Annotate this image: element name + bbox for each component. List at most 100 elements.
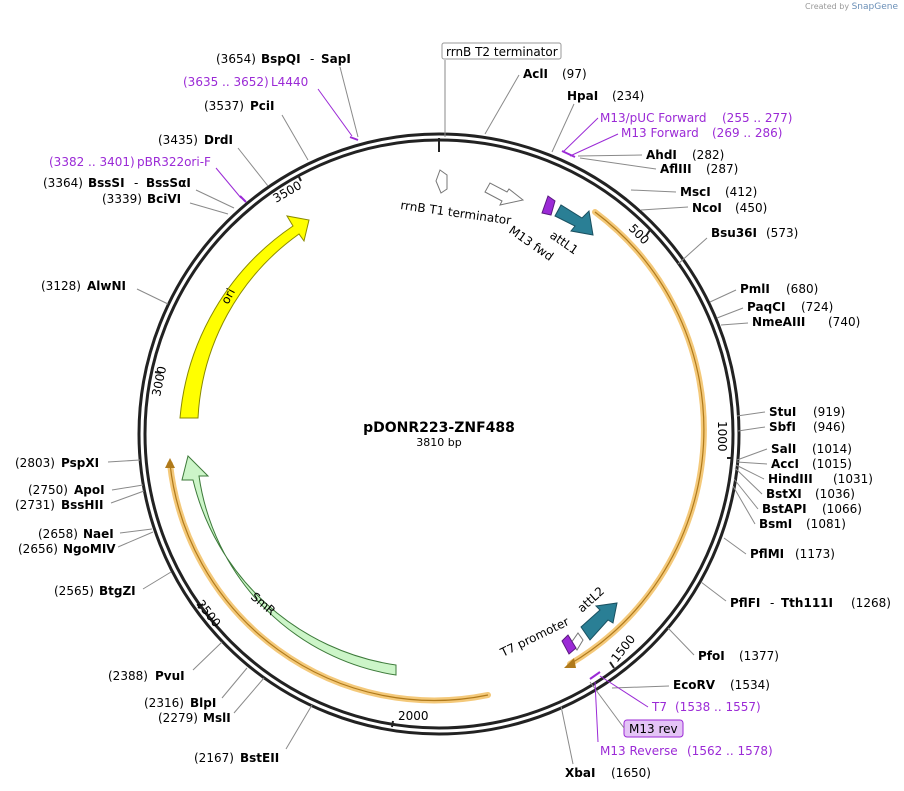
l4440-pos: (3635 .. 3652) (183, 75, 269, 89)
pfoi-label: PfoI (698, 649, 725, 663)
hindiii-label: HindIII (768, 472, 813, 486)
m13f-pos: (269 .. 286) (712, 126, 782, 140)
tick-1500-label: 1500 (608, 632, 638, 665)
bsmi-label: BsmI (759, 517, 792, 531)
bsteii-label: BstEII (240, 751, 279, 765)
bcivi-label: BciVI (147, 192, 181, 206)
blpi-leader (221, 667, 248, 699)
pflfi-label: PflFI (730, 596, 760, 610)
ncoi-label: NcoI (692, 201, 722, 215)
acli-pos: (97) (562, 67, 587, 81)
tick-1000-label: 1000 (715, 421, 729, 452)
drdi-pos: (3435) (158, 133, 198, 147)
tick-2000-label: 2000 (398, 709, 429, 723)
credit-text: Created by (805, 2, 850, 11)
m13fwd-label: M13 fwd (506, 223, 556, 264)
acci-label: AccI (771, 457, 799, 471)
acli-label: AclI (523, 67, 548, 81)
ecorv-leader (611, 685, 670, 689)
blpi-pos: (2316) (144, 696, 184, 710)
tick-1500 (609, 661, 615, 669)
bspqi-pos: (3654) (216, 52, 256, 66)
msli-leader (233, 677, 265, 714)
bspqi-label: BspQI (261, 52, 301, 66)
ahdi-label: AhdI (646, 148, 677, 162)
ncoi-pos: (450) (735, 201, 767, 215)
ngomiv-leader (117, 531, 154, 548)
xbai-pos: (1650) (611, 766, 651, 780)
stui-label: StuI (769, 405, 796, 419)
apoi-leader (111, 484, 144, 491)
pflmi-pos: (1173) (795, 547, 835, 561)
bstxi-pos: (1036) (815, 487, 855, 501)
bsssi-dash: - (134, 176, 138, 190)
paqci-leader (716, 307, 744, 319)
msci-leader (630, 189, 677, 193)
bsmi-pos: (1081) (806, 517, 846, 531)
bsshii-label: BssHII (61, 498, 103, 512)
bsshii-pos: (2731) (15, 498, 55, 512)
ori-feature (179, 215, 310, 419)
pflfi-pos: (1268) (851, 596, 891, 610)
ngomiv-label: NgoMIV (63, 542, 116, 556)
pvui-leader (192, 641, 223, 671)
alwni-pos: (3128) (41, 279, 81, 293)
aflii-leader (579, 157, 657, 170)
stui-pos: (919) (813, 405, 845, 419)
m13reverse-label: M13 Reverse (600, 744, 678, 758)
sapi-label: SapI (321, 52, 351, 66)
pspxi-pos: (2803) (15, 456, 55, 470)
aflii-label: AflIII (660, 162, 692, 176)
bstapi-pos: (1066) (822, 502, 862, 516)
xbai-label: XbaI (565, 766, 595, 780)
m13puc-label: M13/pUC Forward (600, 111, 707, 125)
snapgene-brand: SnapGene (851, 2, 898, 12)
pmli-pos: (680) (786, 282, 818, 296)
tick-2500 (197, 603, 204, 609)
apoi-label: ApoI (74, 483, 105, 497)
m13puc-leader (562, 117, 599, 153)
sali-pos: (1014) (812, 442, 852, 456)
bsmi-leader (732, 485, 756, 525)
rrnb-t2-arrow (435, 169, 448, 194)
nmeaiii-pos: (740) (828, 315, 860, 329)
m13f-leader (569, 133, 619, 157)
pmli-leader (709, 289, 737, 303)
t7-pos: (1538 .. 1557) (675, 700, 761, 714)
msli-pos: (2279) (158, 711, 198, 725)
paqci-pos: (724) (801, 300, 833, 314)
t7-leader (599, 675, 649, 708)
smr-feature (181, 455, 397, 676)
acci-leader (736, 461, 768, 465)
bstxi-label: BstXI (766, 487, 802, 501)
orf-arc-right-line (569, 211, 705, 665)
ori-label: ori (218, 286, 238, 306)
sali-leader (736, 448, 768, 461)
blpi-label: BlpI (190, 696, 216, 710)
plasmid-name: pDONR223-ZNF488 (363, 420, 515, 436)
orf-arc-left (167, 461, 491, 704)
aflii-pos: (287) (706, 162, 738, 176)
hpai-leader (551, 103, 575, 153)
bstapi-label: BstAPI (762, 502, 807, 516)
pcii-label: PciI (250, 99, 275, 113)
pfoi-pos: (1377) (739, 649, 779, 663)
naei-leader (119, 528, 153, 534)
pbr-mark (239, 195, 247, 203)
rrnb-t1-arrow (484, 182, 525, 206)
backbone-outer (137, 132, 741, 736)
pbr-pos: (3382 .. 3401) (49, 155, 135, 169)
pbr-leader (215, 167, 242, 199)
ahdi-pos: (282) (692, 148, 724, 162)
ecorv-label: EcoRV (673, 678, 716, 692)
attl2-feature (580, 602, 618, 641)
ncoi-leader (640, 206, 689, 211)
bsssi-label: BssSI (88, 176, 125, 190)
pflfi-leader (700, 581, 727, 602)
paqci-label: PaqCI (747, 300, 785, 314)
bsssi-pos: (3364) (43, 176, 83, 190)
alwni-leader (136, 288, 169, 305)
bcivi-pos: (3339) (102, 192, 142, 206)
pcii-pos: (3537) (204, 99, 244, 113)
